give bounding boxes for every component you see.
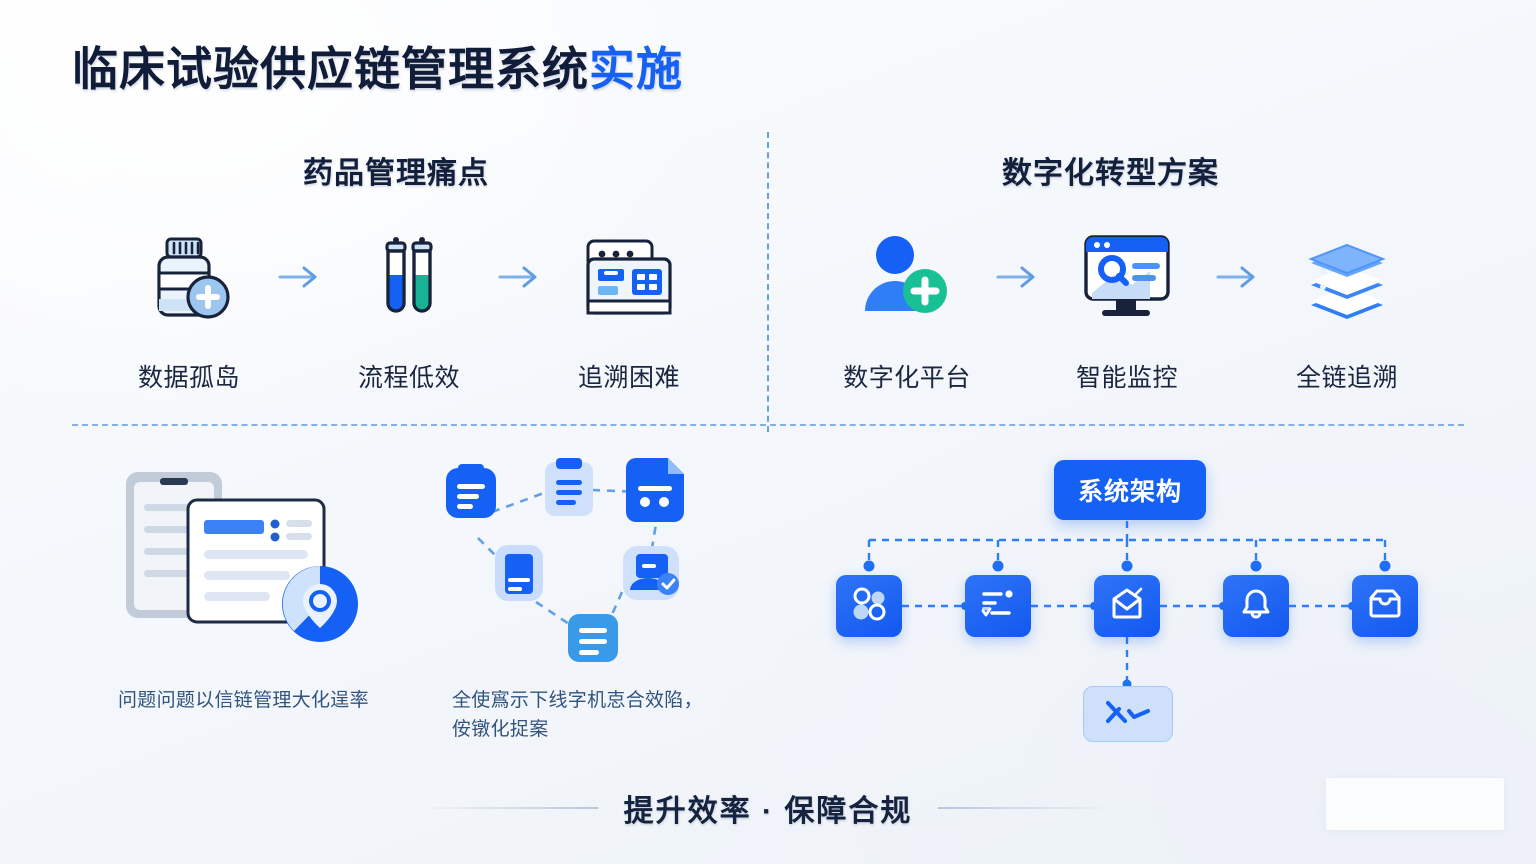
system-architecture-diagram: 系统架构 [818,452,1458,762]
left-column-heading: 药品管理痛点 [303,157,489,190]
solutions-flow: 数字化平台 智能监 [830,222,1424,394]
solution-label: 全链追溯 [1295,364,1398,392]
analytics-chart-icon [1103,697,1153,732]
document-illustration-caption: 问题问题以信链管理大化逞率 [118,690,369,711]
arch-node-checklist[interactable] [965,575,1031,637]
arch-node-analytics[interactable] [1083,686,1173,742]
pain-point-item: 数据孤岛 [112,222,266,394]
inbox-icon [1367,588,1403,625]
document-tracking-illustration [112,452,382,657]
solution-item: 数字化平台 [830,222,984,394]
pain-point-label: 流程低效 [357,364,460,392]
flow-arrow-icon [984,222,1050,332]
pain-points-flow: 数据孤岛 [112,222,706,394]
page-title-main: 临床试验供应链管理系统 [72,43,589,95]
monitor-search-icon [1072,222,1182,332]
stacked-layers-icon [1295,222,1399,332]
vertical-divider [767,132,769,432]
footer-tagline-group: 提升效率 · 保障合规 [0,786,1536,830]
medicine-bottle-icon [137,222,241,332]
pain-point-label: 追溯困难 [577,364,680,392]
network-illustration-caption: 全使寪示下线字机怘合效陷，侒镦化捉案 [452,690,703,740]
arch-node-mail[interactable] [1094,575,1160,637]
dashboard-window-icon [574,222,684,332]
envelope-icon [1109,587,1145,626]
solution-label: 数字化平台 [843,364,971,392]
pain-point-label: 数据孤岛 [137,364,240,392]
arch-node-users[interactable] [836,575,902,637]
flow-arrow-icon [1204,222,1270,332]
flow-arrow-icon [486,222,552,332]
footer-tagline: 提升效率 · 保障合规 [623,795,913,828]
solution-label: 智能监控 [1075,364,1178,392]
bell-icon [1239,587,1273,626]
page-title: 临床试验供应链管理系统实施 [72,42,683,97]
users-group-icon [851,587,887,626]
architecture-badge: 系统架构 [1054,460,1207,520]
user-plus-icon [855,222,959,332]
flow-arrow-icon [266,222,332,332]
pain-point-item: 追溯困难 [552,222,706,394]
tagline-rule-left [421,807,598,809]
pain-point-item: 流程低效 [332,222,486,394]
horizontal-divider [72,424,1464,426]
blank-artifact-box [1326,778,1504,830]
solution-item: 智能监控 [1050,222,1204,394]
checklist-icon [979,587,1017,626]
solution-item: 全链追溯 [1270,222,1424,394]
tagline-rule-right [938,807,1115,809]
network-nodes-illustration [440,450,705,670]
right-column-heading: 数字化转型方案 [1002,157,1219,190]
arch-node-inbox[interactable] [1352,575,1418,637]
page-title-accent: 实施 [589,43,683,95]
arch-node-notification[interactable] [1223,575,1289,637]
test-tubes-icon [357,222,461,332]
